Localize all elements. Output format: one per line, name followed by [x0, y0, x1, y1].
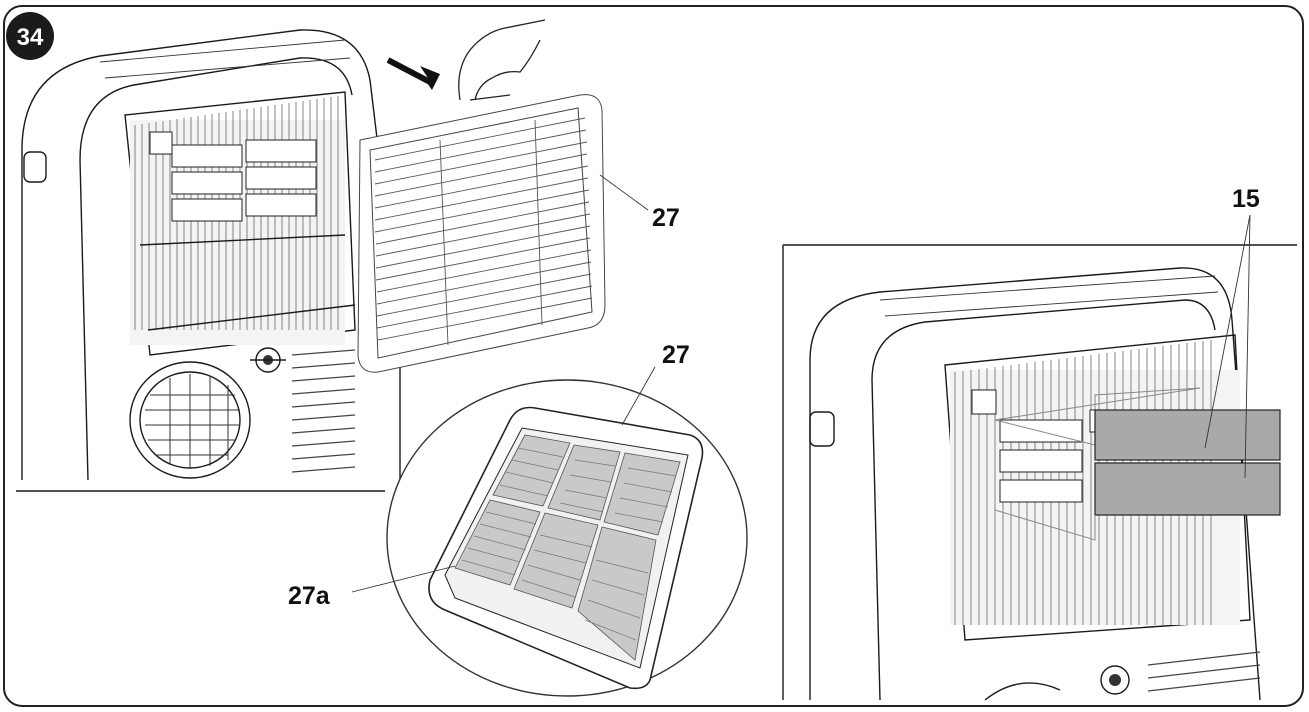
exhaust-port	[129, 361, 251, 479]
left-unit-illustration	[16, 29, 401, 492]
unit-body-outline-right	[809, 267, 1261, 701]
side-filter-lower	[1094, 462, 1281, 516]
step-badge: 34	[6, 12, 54, 60]
unit-body-inner-edge-right	[871, 299, 1216, 701]
unit-body-outline	[21, 29, 401, 480]
side-handle	[23, 151, 47, 183]
callout-27-detail: 27	[621, 341, 690, 426]
connector-knob-right	[1100, 665, 1130, 695]
exhaust-port-right	[984, 682, 1061, 701]
callout-27-top: 27	[599, 174, 680, 232]
side-handle-right	[809, 411, 835, 447]
callout-27a-label: 27a	[288, 582, 331, 610]
lower-vent-slats-right	[1147, 651, 1261, 692]
connector-knob	[250, 347, 286, 373]
removed-grille	[357, 94, 606, 373]
side-filter-upper	[1094, 409, 1281, 461]
figure-border	[3, 5, 1304, 707]
internal-filter-modules	[149, 131, 317, 222]
unit-body-inner-edge	[79, 57, 353, 481]
callout-27-detail-label: 27	[662, 341, 690, 369]
callout-27-top-label: 27	[652, 204, 680, 232]
callout-27a: 27a	[288, 565, 456, 610]
side-filters-highlighted	[994, 387, 1281, 541]
right-unit-illustration	[782, 244, 1297, 701]
removal-arrow	[386, 57, 440, 90]
grille-slats	[374, 117, 593, 346]
step-number: 34	[17, 24, 44, 51]
filter-mesh-panels	[454, 434, 681, 661]
grille-detail-inset	[386, 379, 748, 697]
hand-illustration	[458, 19, 546, 101]
callout-15: 15	[1204, 185, 1260, 479]
lower-vent-slats	[291, 349, 356, 473]
callout-15-label: 15	[1232, 185, 1260, 213]
